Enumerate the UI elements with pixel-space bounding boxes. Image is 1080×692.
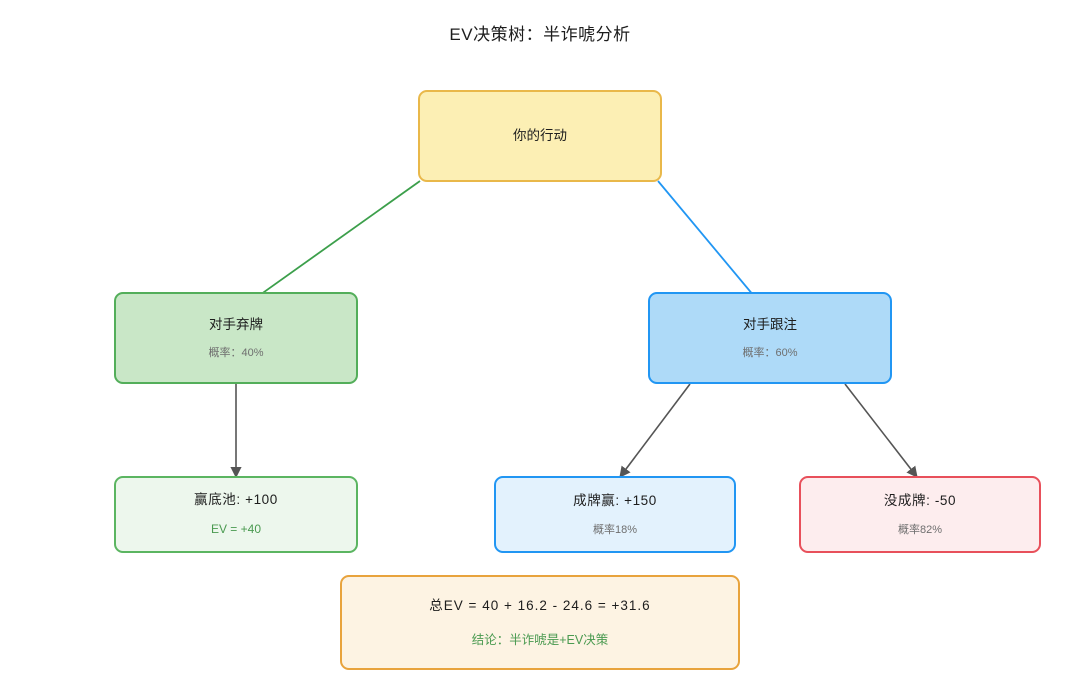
node-win-pot-ev: EV = +40 (210, 521, 262, 536)
node-win-pot[interactable]: 赢底池: +100 EV = +40 (114, 476, 358, 553)
node-missed-hand-probability: 概率82% (897, 523, 943, 536)
edge-root-to-fold (241, 180, 421, 308)
edge-call-to-madehand (619, 383, 691, 478)
node-opponent-folds-label: 对手弃牌 (209, 316, 263, 332)
node-made-hand-win-probability: 概率18% (592, 523, 638, 536)
node-total-ev-summary[interactable]: 总EV = 40 + 16.2 - 24.6 = +31.6 结论：半诈唬是+E… (340, 575, 740, 670)
node-your-action[interactable]: 你的行动 (418, 90, 662, 182)
node-opponent-folds[interactable]: 对手弃牌 概率：40% (114, 292, 358, 384)
node-total-ev-conclusion: 结论：半诈唬是+EV决策 (471, 633, 609, 648)
node-made-hand-win[interactable]: 成牌赢: +150 概率18% (494, 476, 736, 553)
edge-root-to-call (657, 180, 765, 309)
node-win-pot-label: 赢底池: +100 (194, 492, 278, 508)
node-missed-hand[interactable]: 没成牌: -50 概率82% (799, 476, 1041, 553)
edge-call-to-missed (844, 383, 918, 478)
node-opponent-calls-label: 对手跟注 (743, 316, 797, 332)
page-title: EV决策树：半诈唬分析 (449, 25, 631, 44)
node-opponent-calls[interactable]: 对手跟注 概率：60% (648, 292, 892, 384)
node-total-ev-formula: 总EV = 40 + 16.2 - 24.6 = +31.6 (429, 597, 651, 613)
node-opponent-folds-probability: 概率：40% (208, 347, 264, 360)
node-made-hand-win-label: 成牌赢: +150 (573, 493, 657, 509)
node-missed-hand-label: 没成牌: -50 (883, 493, 957, 509)
node-your-action-label: 你的行动 (513, 128, 567, 144)
node-opponent-calls-probability: 概率：60% (742, 347, 798, 360)
